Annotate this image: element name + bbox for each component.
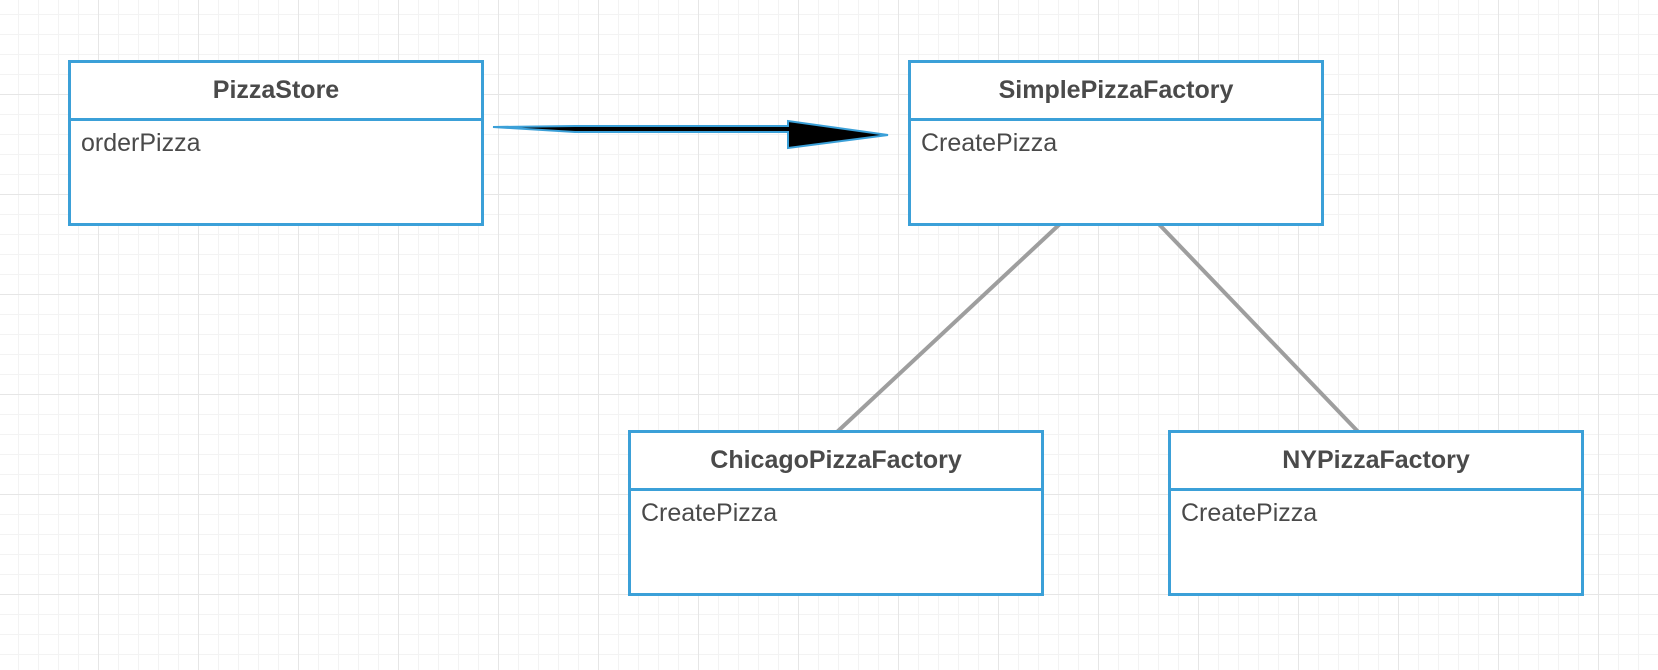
class-method: orderPizza [81, 129, 201, 157]
class-method: CreatePizza [641, 499, 778, 527]
class-name: PizzaStore [71, 63, 481, 121]
class-box-pizzastore[interactable]: PizzaStore orderPizza [68, 60, 484, 226]
class-name: NYPizzaFactory [1171, 433, 1581, 491]
class-box-simplepizzafactory[interactable]: SimplePizzaFactory CreatePizza [908, 60, 1324, 226]
connector-simple-to-chicago[interactable] [835, 220, 1064, 434]
class-box-nypizzafactory[interactable]: NYPizzaFactory CreatePizza [1168, 430, 1584, 596]
dependency-arrow[interactable] [492, 119, 889, 150]
connector-simple-to-ny[interactable] [1151, 216, 1369, 443]
class-method: CreatePizza [921, 129, 1058, 157]
class-method: CreatePizza [1181, 499, 1318, 527]
class-box-chicagopizzafactory[interactable]: ChicagoPizzaFactory CreatePizza [628, 430, 1044, 596]
class-name: SimplePizzaFactory [911, 63, 1321, 121]
class-name: ChicagoPizzaFactory [631, 433, 1041, 491]
